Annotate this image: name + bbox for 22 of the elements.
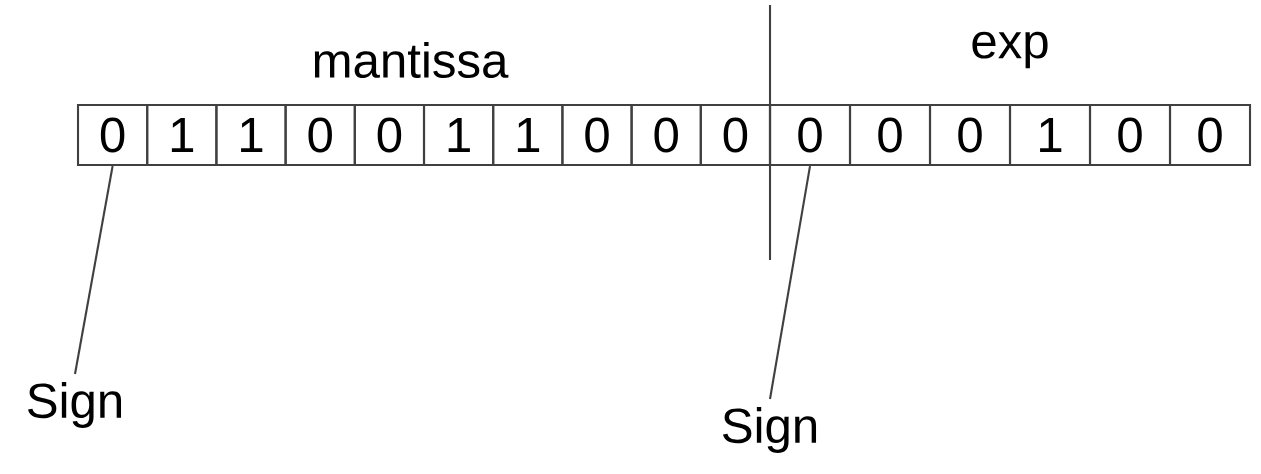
leader-line <box>73 165 114 375</box>
field-label: mantissa <box>314 41 509 79</box>
bit-cell: 0 <box>768 103 852 167</box>
bit-cell: 1 <box>422 103 495 167</box>
bit-cell: 1 <box>1008 103 1092 167</box>
field-label: exp <box>972 31 1048 69</box>
bit-cell: 0 <box>76 103 149 167</box>
bit-cell: 0 <box>928 103 1012 167</box>
bit-cell: 1 <box>146 103 218 167</box>
bit-cell: 0 <box>848 103 932 167</box>
bit-cell: 0 <box>284 103 356 167</box>
bit-cell: 0 <box>1088 103 1172 167</box>
bit-cell: 1 <box>215 103 287 167</box>
sign-label: Sign <box>28 382 121 428</box>
bit-cell: 1 <box>492 103 564 167</box>
bit-cell: 0 <box>561 103 633 167</box>
sign-label: Sign <box>723 407 817 453</box>
bit-cell: 0 <box>699 103 772 167</box>
bit-cell: 0 <box>1168 103 1252 167</box>
leader-line <box>768 165 812 400</box>
bit-cell: 0 <box>353 103 426 167</box>
bit-cell: 0 <box>630 103 702 167</box>
